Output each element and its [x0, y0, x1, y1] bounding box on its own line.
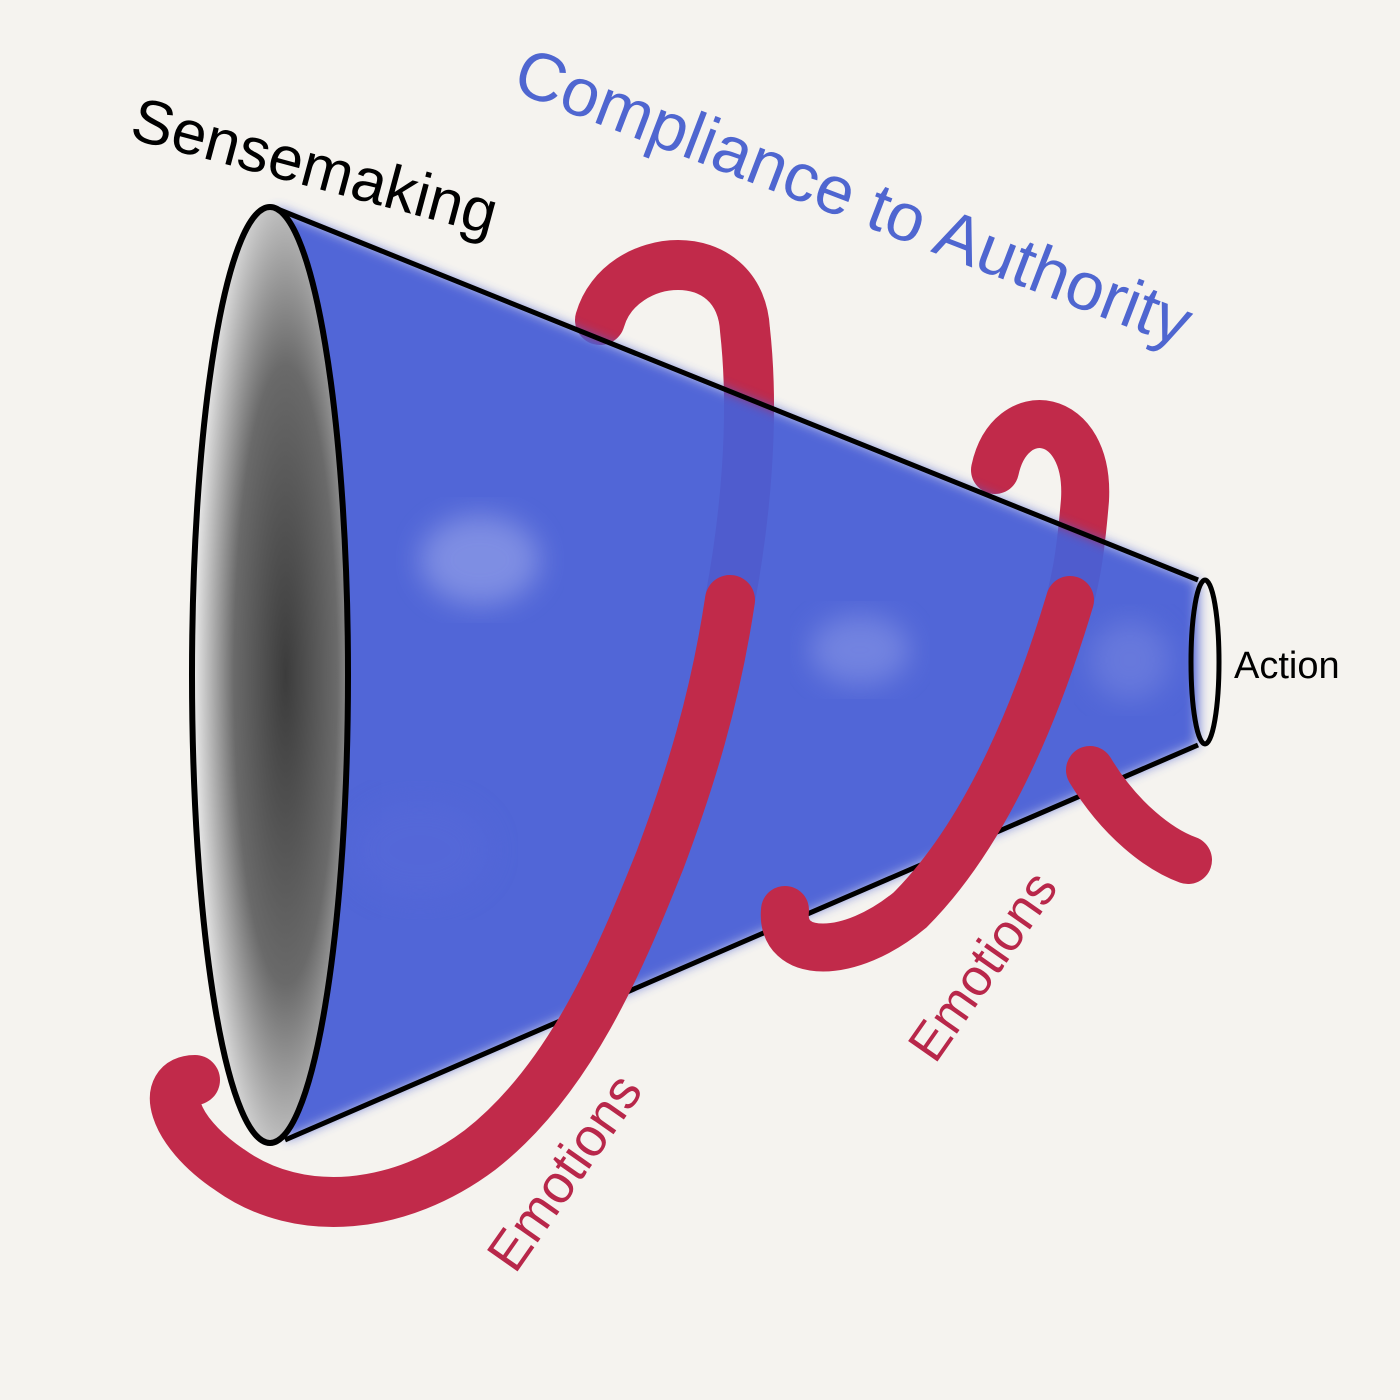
action-label: Action: [1234, 645, 1340, 687]
funnel-top-edge: [274, 205, 1199, 583]
emotion-spiral-front: [150, 575, 1212, 1227]
funnel-bottom-edge: [284, 742, 1199, 1143]
funnel-narrow-end: [1188, 577, 1222, 747]
funnel-mouth: [189, 204, 351, 1146]
